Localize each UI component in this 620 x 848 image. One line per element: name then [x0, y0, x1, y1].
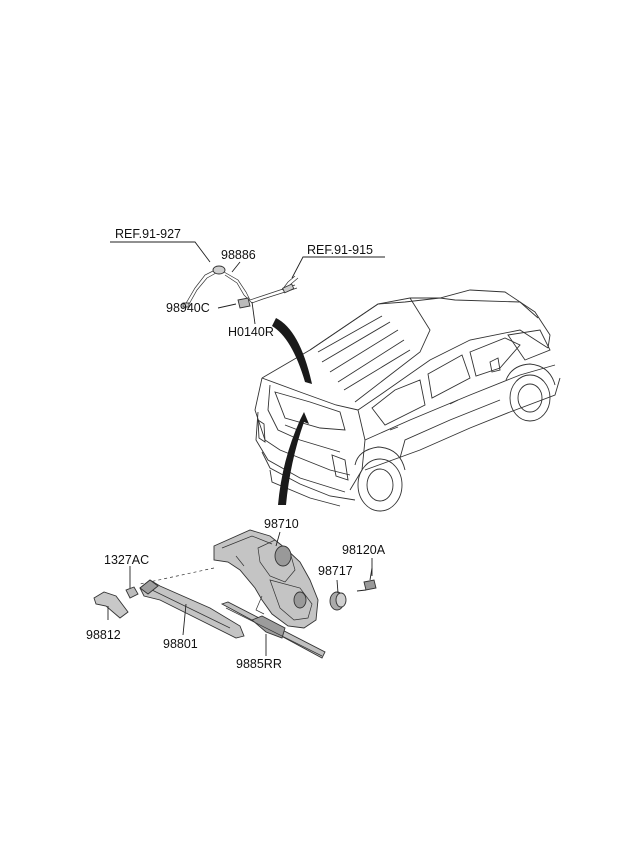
label-98120a: 98120A: [342, 543, 386, 557]
motor-grommet-part: [329, 591, 347, 611]
motor-bolt-part: [356, 567, 377, 592]
arm-nut-part: [125, 586, 139, 599]
label-9885rr: 9885RR: [236, 657, 282, 671]
label-ref-91-915: REF.91-915: [307, 243, 373, 257]
label-98940c: 98940C: [166, 301, 210, 315]
label-98812: 98812: [86, 628, 121, 642]
location-arrow-roof: [272, 318, 312, 384]
label-1327ac: 1327AC: [104, 553, 149, 567]
arm-cap-part: [93, 591, 129, 619]
label-98717: 98717: [318, 564, 353, 578]
washer-hose-group: [182, 265, 299, 309]
grommet-part: [237, 297, 251, 309]
label-98801: 98801: [163, 637, 198, 651]
wiper-motor-part: [213, 529, 319, 629]
washer-nozzle-part: [212, 265, 226, 275]
wiper-blade-part: [220, 601, 326, 659]
vehicle-illustration: [254, 289, 561, 512]
label-98886: 98886: [221, 248, 256, 262]
label-h0140r: H0140R: [228, 325, 274, 339]
label-ref-91-927: REF.91-927: [115, 227, 181, 241]
location-arrow-hatch: [278, 412, 309, 505]
label-98710: 98710: [264, 517, 299, 531]
wiper-arm-part: [139, 579, 245, 639]
